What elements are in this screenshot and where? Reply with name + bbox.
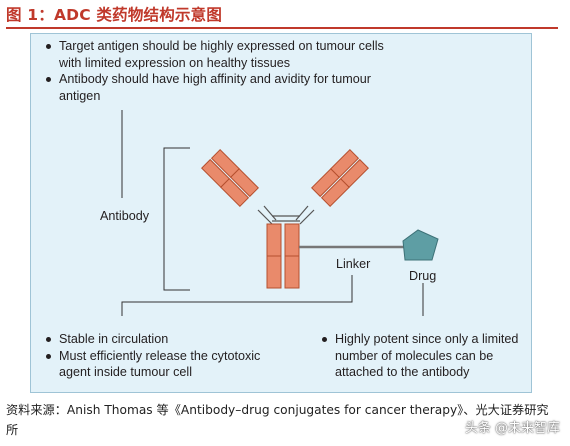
list-item: Highly potent since only a limited numbe…: [320, 331, 530, 381]
antibody-label: Antibody: [100, 209, 150, 223]
antibody-left-arm: [201, 149, 259, 207]
bullet-text: Highly potent since only a limited numbe…: [335, 332, 519, 379]
diagram-panel: [30, 33, 532, 393]
antibody-bracket: [163, 147, 190, 291]
watermark: 头条 @未来智库: [464, 421, 560, 436]
drug-label: Drug: [409, 269, 437, 283]
bottom-left-bullet-list: Stable in circulation Must efficiently r…: [44, 331, 294, 381]
linker-label: Linker: [336, 257, 371, 271]
bullet-text: Stable in circulation: [59, 332, 169, 346]
list-item: Must efficiently release the cytotoxic a…: [44, 348, 294, 381]
bullet-dot-icon: [46, 44, 51, 49]
bullet-dot-icon: [322, 337, 327, 342]
figure-title: 图 1：ADC 类药物结构示意图: [6, 6, 223, 24]
bullet-dot-icon: [46, 337, 51, 342]
list-item: Antibody should have high affinity and a…: [44, 71, 384, 104]
bullet-text: Target antigen should be highly expresse…: [59, 39, 384, 70]
bottom-right-bullet-list: Highly potent since only a limited numbe…: [320, 331, 530, 381]
title-divider: [6, 27, 558, 29]
list-item: Stable in circulation: [44, 331, 294, 348]
antibody-hinge: [257, 205, 315, 225]
top-bullet-list: Target antigen should be highly expresse…: [44, 38, 384, 104]
bullet-text: Must efficiently release the cytotoxic a…: [59, 348, 261, 380]
bullet-dot-icon: [46, 353, 51, 359]
bullet-dot-icon: [46, 77, 51, 82]
antibody-right-arm: [311, 149, 369, 207]
list-item: Target antigen should be highly expresse…: [44, 38, 384, 71]
bullet-text: Antibody should have high affinity and a…: [59, 72, 372, 103]
antibody-stem: [266, 223, 300, 289]
source-note: 资料来源：Anish Thomas 等《Antibody–drug conjug…: [6, 403, 549, 437]
drug-payload: [402, 229, 439, 261]
linker-callout-line: [121, 275, 353, 316]
